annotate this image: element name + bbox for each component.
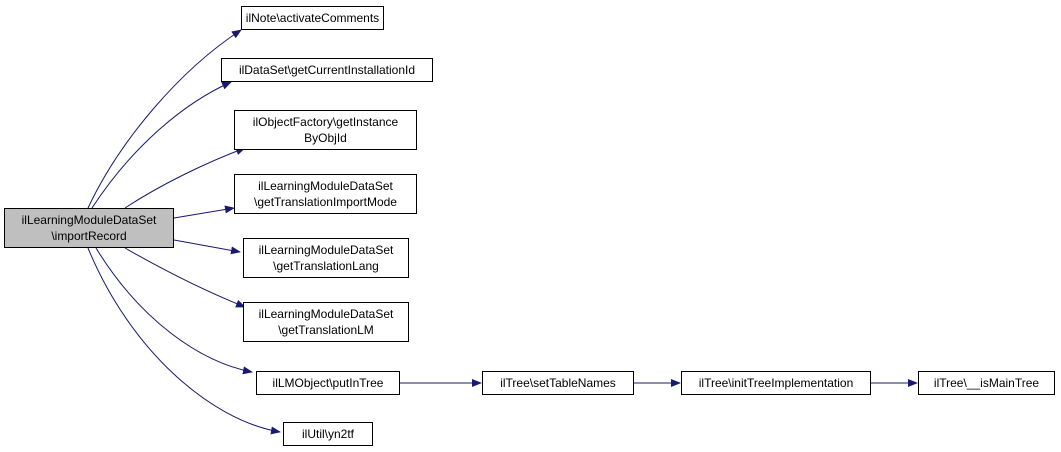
node-set-table-names[interactable]: ilTree\setTableNames [482,371,634,395]
node-activate-comments-label: ilNote\activateComments [245,11,380,25]
node-get-current-installation-id-label: ilDataSet\getCurrentInstallationId [238,63,416,77]
node-activate-comments[interactable]: ilNote\activateComments [241,6,384,30]
node-get-translation-import-mode-line1: ilLearningModuleDataSet [258,179,393,193]
node-put-in-tree-label: ilLMObject\putInTree [272,376,384,390]
node-get-translation-lm[interactable]: ilLearningModuleDataSet \getTranslationL… [243,302,409,342]
node-get-translation-lang-line1: ilLearningModuleDataSet [258,243,394,257]
node-get-translation-lm-line2: \getTranslationLM [278,323,374,337]
edge-root-to-putintree [95,247,253,375]
node-is-main-tree-label: ilTree\__isMainTree [933,376,1040,390]
node-import-record-line1: ilLearningModuleDataSet [21,213,157,227]
node-get-instance-by-obj-id-line1: ilObjectFactory\getInstance [252,115,399,129]
node-put-in-tree[interactable]: ilLMObject\putInTree [256,371,400,395]
node-set-table-names-label: ilTree\setTableNames [500,376,616,390]
node-init-tree-implementation-label: ilTree\initTreeImplementation [698,376,854,390]
edge-root-to-yn2tf [87,247,281,435]
edge-root-to-note [87,29,242,209]
node-get-instance-by-obj-id-line2: ByObjId [304,131,347,145]
node-get-translation-lm-line1: ilLearningModuleDataSet [258,307,394,321]
node-get-translation-import-mode[interactable]: ilLearningModuleDataSet \getTranslationI… [234,174,417,214]
edge-root-to-translm [124,247,246,308]
node-get-translation-import-mode-line2: \getTranslationImportMode [254,195,397,209]
edge-root-to-dataset [91,81,232,209]
node-get-translation-lang[interactable]: ilLearningModuleDataSet \getTranslationL… [243,238,409,278]
edge-root-to-objfactory [124,147,246,209]
node-is-main-tree[interactable]: ilTree\__isMainTree [918,371,1055,395]
edge-root-to-translang [173,239,241,255]
node-get-instance-by-obj-id[interactable]: ilObjectFactory\getInstance ByObjId [234,110,417,150]
node-import-record-line2: \importRecord [51,229,127,243]
node-yn2tf[interactable]: ilUtil\yn2tf [283,422,373,446]
node-yn2tf-label: ilUtil\yn2tf [301,427,354,441]
node-init-tree-implementation[interactable]: ilTree\initTreeImplementation [681,371,871,395]
node-get-current-installation-id[interactable]: ilDataSet\getCurrentInstallationId [221,58,433,82]
node-import-record[interactable]: ilLearningModuleDataSet \importRecord [4,208,174,248]
node-get-translation-lang-line2: \getTranslationLang [273,259,379,273]
edge-root-to-importmode [173,205,235,219]
